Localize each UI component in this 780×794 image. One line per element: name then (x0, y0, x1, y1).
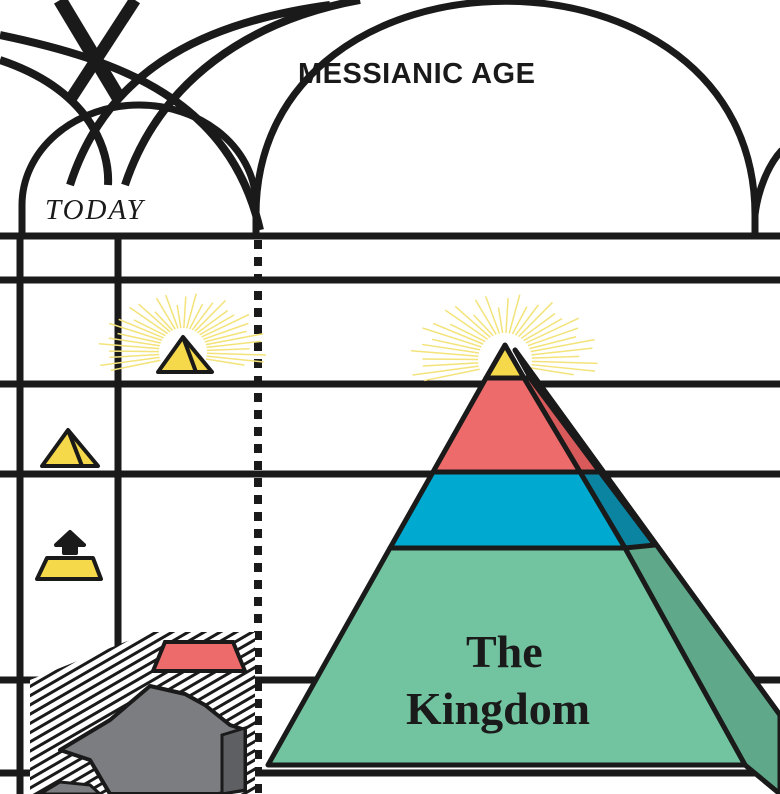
ray (129, 306, 168, 335)
broken-rock-icon (30, 632, 255, 794)
ray (186, 293, 197, 329)
ray (206, 340, 262, 349)
rays-icon (98, 293, 598, 382)
small-pyramid-icon (40, 428, 100, 468)
ray (410, 350, 479, 357)
ray (422, 362, 479, 367)
ray (98, 342, 160, 350)
ray (520, 313, 556, 340)
ray (424, 368, 480, 382)
kingdom-label-line2: Kingdom (406, 683, 591, 734)
ray (530, 367, 574, 376)
ray (108, 337, 160, 347)
ray (529, 336, 577, 350)
ray (188, 303, 204, 330)
ray (203, 322, 249, 340)
ray (431, 338, 481, 351)
ray (508, 294, 521, 334)
ray (422, 358, 479, 361)
today-arch (18, 101, 260, 236)
messianic-age-label: MESSIANIC AGE (298, 58, 536, 90)
red-trapezoid (150, 640, 248, 673)
ray (109, 353, 160, 359)
ray (109, 322, 163, 342)
ray (505, 298, 509, 334)
ray (133, 319, 166, 337)
ray (191, 302, 214, 331)
ray (154, 311, 174, 331)
ray (531, 360, 598, 365)
ray (100, 356, 160, 367)
ray (205, 358, 245, 366)
ray (199, 314, 235, 336)
ray (531, 363, 596, 372)
ray (138, 303, 171, 333)
ray (531, 347, 593, 356)
pyramid-base-arrow-icon (35, 530, 103, 581)
ray (206, 355, 264, 363)
ray (201, 313, 250, 338)
ray (206, 347, 250, 352)
ray (118, 318, 164, 339)
ray (473, 314, 494, 337)
ray (525, 317, 580, 344)
ray (523, 317, 563, 342)
ray (530, 338, 595, 353)
ray (497, 307, 504, 334)
ray (196, 309, 229, 334)
ray (432, 322, 484, 345)
ray (110, 359, 161, 372)
ray (454, 305, 491, 338)
pyramid-tier-yellow (483, 342, 527, 381)
ray (421, 343, 480, 354)
ray (194, 299, 227, 332)
ray (183, 296, 187, 329)
ray (204, 330, 247, 343)
ray (164, 294, 179, 329)
ray (531, 355, 580, 359)
next-arch (751, 147, 780, 236)
ray (206, 352, 266, 356)
arches (18, 0, 780, 236)
ray (117, 332, 161, 344)
ray (412, 365, 479, 376)
ray (444, 309, 489, 340)
kingdom-label-line1: The (466, 626, 543, 677)
ray (517, 301, 554, 338)
ray (484, 295, 501, 334)
ray (474, 299, 497, 335)
crossing-arcs (0, 0, 361, 231)
small-pyramid-icon (156, 335, 214, 374)
ray (527, 327, 579, 347)
kingdom-pyramid (265, 342, 780, 794)
ray (176, 304, 182, 329)
messianic-arch (252, 0, 759, 236)
ray (422, 327, 482, 348)
ray (155, 297, 176, 330)
today-label: TODAY (45, 194, 145, 226)
ray (449, 323, 486, 343)
ray (511, 306, 528, 335)
ray (514, 304, 540, 336)
ray (205, 333, 264, 346)
